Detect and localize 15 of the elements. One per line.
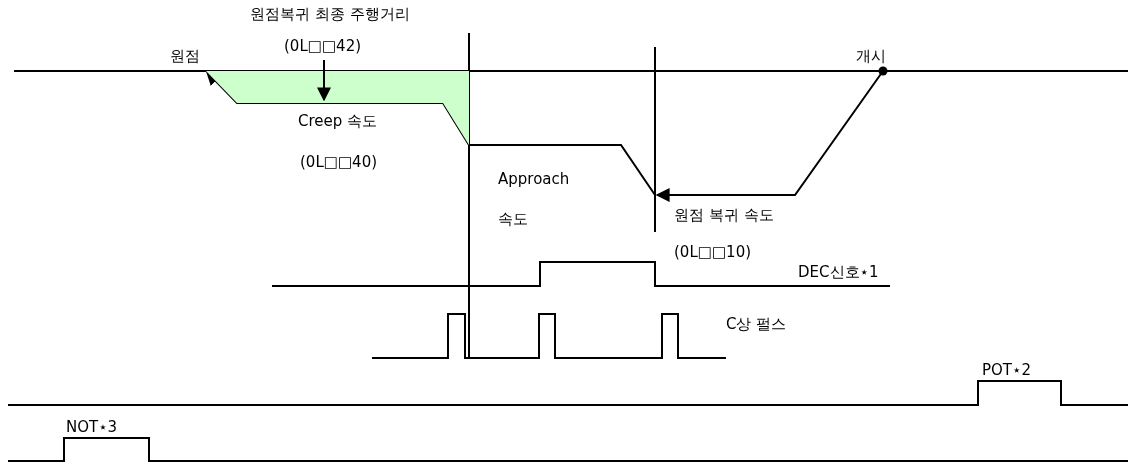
speed-label: Creep 속도 — [298, 111, 378, 131]
point-label: 개시 — [856, 46, 886, 66]
signal-label: POT⋆2 — [982, 360, 1031, 380]
parameter-label: (0L□□40) — [300, 152, 378, 172]
signal-label: C상 펄스 — [726, 314, 787, 334]
parameter-label: (0L□□42) — [284, 36, 362, 56]
speed-label: Approach 속도 — [498, 169, 571, 230]
caption-text: 원점복귀 최종 주행거리 — [250, 4, 410, 24]
shaded-distance-area — [206, 71, 469, 145]
signal-label: NOT⋆3 — [66, 417, 118, 437]
parameter-label: (0L□□10) — [674, 242, 752, 262]
leader-arrow — [317, 59, 331, 102]
point-label: 원점 — [170, 46, 200, 66]
signal-label: DEC신호⋆1 — [798, 262, 879, 282]
speed-label: 원점 복귀 속도 — [674, 205, 774, 225]
